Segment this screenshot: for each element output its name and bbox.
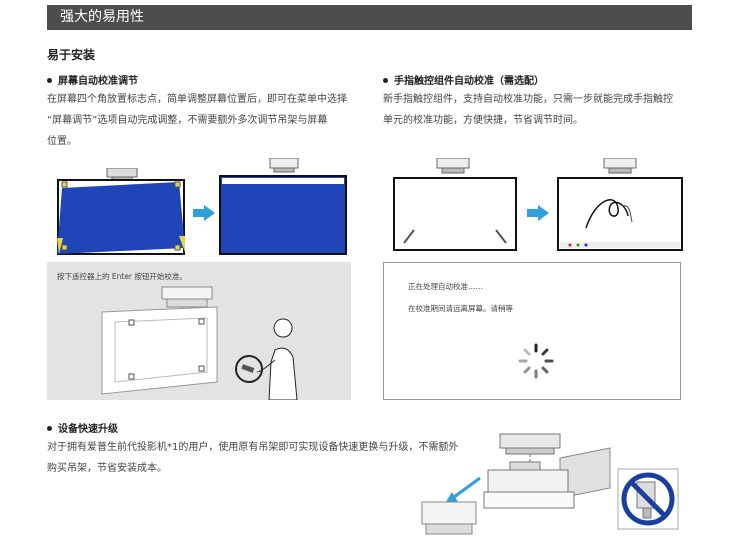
- prohibited-icon: [617, 468, 679, 530]
- upgrade-heading-text: 设备快速升级: [58, 424, 118, 435]
- status-line-2: 在校准期间请远离屏幕。请稍等: [408, 304, 513, 313]
- bullet-dot: [47, 425, 52, 431]
- arrow-right-icon: [193, 205, 217, 225]
- screen-before-illustration: [57, 167, 187, 258]
- install-title: 易于安装: [47, 48, 96, 62]
- touch-after-illustration: [556, 157, 684, 253]
- arrow-right-icon: [527, 205, 551, 225]
- right-paragraph: 新手指触控组件，支持自动校准功能，只需一步就能完成手指触控 单元的校准功能，方便…: [383, 89, 703, 131]
- left-paragraph: 在屏幕四个角放置标志点，简单调整屏幕位置后，即可在菜单中选择 “屏幕调节”选项自…: [47, 89, 377, 152]
- adjusted-screen-icon: [219, 157, 347, 255]
- no-extra-bracket-illustration: [617, 468, 679, 530]
- room-scene-icon: [101, 286, 298, 400]
- upgrade-line-1: 对于拥有爱普生前代投影机*1的用户，使用原有吊架即可实现设备快速更换与升级，不需…: [47, 442, 459, 453]
- projector-upgrade-illustration: [410, 428, 620, 537]
- bullet-dot: [383, 77, 388, 83]
- section-title: 强大的易用性: [60, 9, 144, 25]
- skewed-screen-icon: [57, 167, 185, 255]
- touch-before-illustration: [392, 157, 518, 253]
- loading-spinner-icon: [518, 343, 554, 379]
- left-heading-text: 屏幕自动校准调节: [58, 76, 138, 87]
- right-line-2: 单元的校准功能，方便快捷，节省调节时间。: [383, 115, 583, 126]
- upgrade-paragraph: 对于拥有爱普生前代投影机*1的用户，使用原有吊架即可实现设备快速更换与升级，不需…: [47, 437, 477, 479]
- upgrade-heading: 设备快速升级: [47, 420, 118, 435]
- bullet-dot: [47, 77, 52, 83]
- left-line-3: 位置。: [47, 136, 77, 147]
- left-heading: 屏幕自动校准调节: [47, 72, 138, 87]
- calibration-status-panel: 正在处理自动校准…… 在校准期间请远离屏幕。请稍等: [383, 262, 681, 400]
- section-header-bar: [47, 5, 692, 30]
- right-heading: 手指触控组件自动校准（需选配）: [383, 72, 544, 87]
- remote-calibration-panel: 按下遥控器上的 Enter 按钮开始校准。: [47, 262, 351, 400]
- whiteboard-pens-icon: [393, 157, 517, 251]
- upgrade-line-2: 购买吊架，节省安装成本。: [47, 463, 167, 474]
- left-line-2: “屏幕调节”选项自动完成调整，不需要额外多次调节吊架与屏幕: [47, 115, 328, 126]
- right-heading-text: 手指触控组件自动校准（需选配）: [394, 76, 544, 87]
- screen-after-illustration: [218, 157, 348, 258]
- right-line-1: 新手指触控组件，支持自动校准功能，只需一步就能完成手指触控: [383, 94, 673, 105]
- left-line-1: 在屏幕四个角放置标志点，简单调整屏幕位置后，即可在菜单中选择: [47, 94, 347, 105]
- projector-swap-icon: [421, 433, 611, 535]
- remote-caption: 按下遥控器上的 Enter 按钮开始校准。: [57, 272, 187, 281]
- whiteboard-drawing-icon: [557, 157, 683, 251]
- status-line-1: 正在处理自动校准……: [408, 282, 483, 291]
